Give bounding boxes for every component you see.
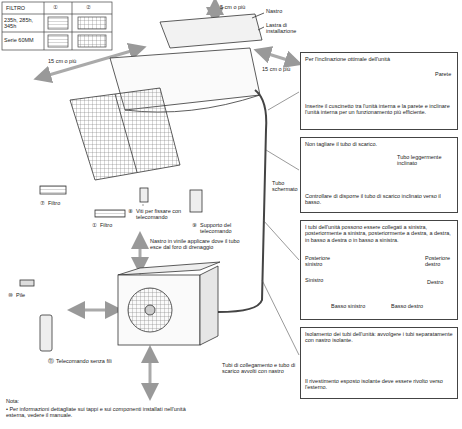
callout-number: ⑪ [48, 358, 54, 364]
part-label: Telecomando senza fili [56, 358, 116, 364]
note-text: Controllare di disporre il tubo di scari… [305, 193, 455, 206]
callout-number: ② [86, 4, 91, 10]
callout-number: ⑧ [128, 208, 133, 214]
note-heading: I tubi dell'unità possono essere collega… [305, 224, 455, 243]
part-label: Tubo schermato [272, 180, 300, 193]
note-text: Sinistro [305, 277, 341, 283]
part-label: 15 cm o più [262, 66, 298, 72]
outdoor-unit [118, 262, 220, 345]
callout-number: ⑨ [192, 222, 197, 228]
part-label: Filtro [48, 200, 60, 206]
note-text: Parete [435, 71, 457, 77]
part-label: Viti per fissare con telecomando [136, 208, 186, 221]
part-label: 5 cm o più [220, 4, 245, 10]
part-label: 15 cm o più [48, 58, 88, 64]
part-label: 235h, 285h, 345h [4, 17, 42, 30]
note-text: Basso sinistro [331, 303, 381, 309]
filter-table [2, 2, 112, 50]
callout-number: ① [92, 222, 97, 228]
note-heading: Isolamento dei tubi dell'unità: avvolger… [305, 331, 455, 344]
note-box: I tubi dell'unità possono essere collega… [300, 220, 458, 320]
part-label: Serie 60MM [4, 37, 42, 43]
note-text: Posteriore sinistro [305, 255, 345, 268]
note-box: Non tagliare il tubo di scarico. Tubo leg… [300, 137, 458, 213]
part-label: Supporto del telecomando [200, 222, 250, 235]
part-label: Nastro [266, 8, 282, 14]
part-label: Tubi di collegamento e tubo di scarico a… [222, 362, 296, 375]
callout-number: ⑦ [40, 200, 45, 206]
part-label: Lastra di installazione [266, 22, 300, 35]
note-box: Per l'inclinazione ottimale dell'unitàPa… [300, 52, 458, 130]
clearance-arrows [42, 6, 294, 392]
part-label: Nastro in vinile applicare dove il tubo … [150, 238, 240, 251]
note-text: Destro [427, 279, 457, 285]
note-text: Basso destro [391, 303, 441, 309]
part-label: • Per informazioni dettagliate sui tappi… [6, 406, 206, 419]
callout-number: ⑩ [8, 292, 13, 298]
piping [218, 90, 266, 312]
part-label: Pile [16, 292, 25, 298]
callout-number: ① [53, 4, 58, 10]
note-box: Isolamento dei tubi dell'unità: avvolger… [300, 327, 458, 399]
part-label: FILTRO [6, 5, 25, 11]
note-text: Posteriore destro [425, 255, 457, 268]
note-heading: Non tagliare il tubo di scarico. [305, 141, 455, 147]
note-text: Tubo leggermente inclinato [397, 154, 455, 167]
note-text: Inserire il cuscinetto tra l'unità inter… [305, 103, 455, 116]
indoor-unit [20, 13, 264, 351]
part-label: Nota: [6, 398, 19, 404]
note-heading: Per l'inclinazione ottimale dell'unità [305, 56, 455, 62]
note-text: Il rivestimento esposto isolante deve es… [305, 378, 455, 391]
part-label: Filtro [100, 222, 112, 228]
